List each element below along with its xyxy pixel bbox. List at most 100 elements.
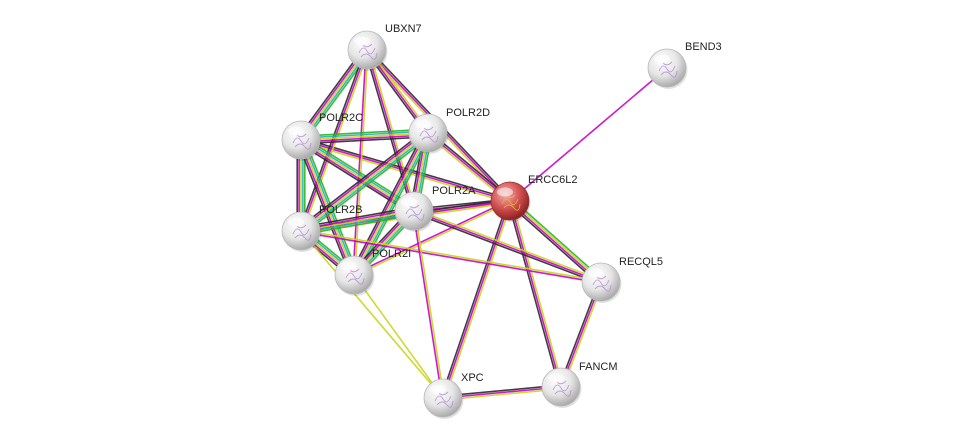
protein-structure-icon bbox=[405, 204, 425, 221]
node-label: FANCM bbox=[579, 361, 618, 373]
node-highlight bbox=[497, 187, 513, 197]
node-highlight bbox=[341, 261, 357, 271]
node-label: ERCC6L2 bbox=[528, 174, 578, 186]
edge-line-experiments bbox=[353, 199, 510, 275]
edge-line-databases bbox=[300, 130, 428, 139]
edge-line-coexpression bbox=[507, 201, 560, 388]
edge-polr2b-recql5[interactable] bbox=[300, 229, 602, 284]
query-protein-ball[interactable] bbox=[490, 181, 530, 221]
edge-line-textmining bbox=[300, 132, 429, 232]
node-highlight bbox=[654, 54, 670, 64]
node-polr2d[interactable]: POLR2D bbox=[408, 107, 490, 154]
edge-polr2b-xpc[interactable] bbox=[300, 230, 444, 399]
edge-fancm-xpc[interactable] bbox=[442, 384, 562, 401]
node-polr2b[interactable]: POLR2B bbox=[281, 204, 362, 252]
edge-line-coexpression bbox=[298, 129, 427, 229]
node-recql5[interactable]: RECQL5 bbox=[581, 256, 663, 303]
protein-structure-icon bbox=[358, 43, 378, 60]
edge-polr2a-xpc[interactable] bbox=[412, 210, 445, 399]
edge-polr2a-recql5[interactable] bbox=[413, 208, 602, 285]
node-highlight bbox=[288, 126, 304, 136]
edge-line-textmining bbox=[511, 200, 564, 387]
edge-ercc6l2-bend3[interactable] bbox=[509, 67, 668, 202]
edge-ercc6l2-fancm[interactable] bbox=[507, 200, 564, 388]
edge-polr2c-polr2d[interactable] bbox=[300, 128, 429, 145]
edge-line-textmining bbox=[300, 230, 444, 399]
node-xpc[interactable]: XPC bbox=[423, 372, 484, 419]
protein-ball[interactable] bbox=[281, 120, 321, 160]
edge-line-textmining bbox=[414, 210, 445, 398]
node-label: POLR2C bbox=[319, 112, 363, 124]
node-highlight bbox=[401, 197, 417, 207]
protein-structure-icon bbox=[501, 194, 521, 211]
node-label: BEND3 bbox=[685, 41, 722, 53]
edge-line-experiments bbox=[352, 49, 367, 275]
edge-line-textmining bbox=[301, 229, 602, 282]
edge-line-experiments bbox=[509, 200, 562, 388]
node-polr2i[interactable]: POLR2I bbox=[334, 248, 411, 296]
edge-line-experiments bbox=[299, 130, 428, 231]
node-highlight bbox=[548, 373, 564, 383]
node-polr2a[interactable]: POLR2A bbox=[394, 185, 476, 232]
edge-line-coexpression bbox=[507, 202, 600, 285]
edge-ercc6l2-xpc[interactable] bbox=[440, 200, 513, 399]
node-highlight bbox=[288, 217, 304, 227]
protein-structure-icon bbox=[434, 391, 454, 408]
edge-line-neighborhood bbox=[300, 128, 428, 138]
edge-line-textmining bbox=[444, 201, 513, 399]
protein-ball[interactable] bbox=[647, 48, 687, 88]
node-bend3[interactable]: BEND3 bbox=[647, 41, 722, 89]
node-label: XPC bbox=[461, 372, 484, 384]
edge-line-neighborhood bbox=[511, 198, 604, 281]
edge-ercc6l2-polr2i[interactable] bbox=[353, 199, 511, 277]
edge-ubxn7-polr2i[interactable] bbox=[352, 49, 369, 276]
edge-polr2i-xpc[interactable] bbox=[353, 274, 444, 399]
edge-line-experiments bbox=[300, 231, 601, 284]
edge-line-textmining bbox=[368, 49, 417, 211]
edge-line-textmining bbox=[510, 199, 603, 282]
edge-line-experiments bbox=[508, 201, 601, 284]
edge-ercc6l2-recql5[interactable] bbox=[507, 198, 604, 285]
node-label: POLR2A bbox=[432, 185, 476, 197]
protein-ball[interactable] bbox=[408, 113, 448, 153]
edges-layer bbox=[296, 47, 668, 401]
node-label: POLR2B bbox=[319, 204, 362, 216]
edge-line-neighborhood bbox=[302, 135, 431, 235]
protein-ball[interactable] bbox=[347, 30, 387, 70]
node-fancm[interactable]: FANCM bbox=[541, 361, 618, 408]
node-polr2c[interactable]: POLR2C bbox=[281, 112, 363, 161]
node-label: POLR2D bbox=[446, 107, 490, 119]
edge-line-experiments bbox=[413, 210, 602, 283]
protein-structure-icon bbox=[419, 126, 439, 143]
protein-structure-icon bbox=[552, 380, 572, 397]
edge-line-experiments bbox=[509, 67, 668, 202]
edge-line-databases bbox=[354, 133, 431, 277]
node-highlight bbox=[415, 119, 431, 129]
edge-polr2d-polr2b[interactable] bbox=[298, 129, 431, 235]
edge-line-experiments bbox=[442, 386, 562, 399]
protein-structure-icon bbox=[658, 61, 678, 78]
edge-line-experiments bbox=[351, 131, 428, 275]
edge-line-coexpression bbox=[301, 135, 429, 145]
protein-structure-icon bbox=[292, 224, 312, 241]
protein-ball[interactable] bbox=[281, 211, 321, 251]
protein-ball[interactable] bbox=[423, 378, 463, 418]
edge-line-coexpression bbox=[301, 137, 511, 200]
node-ercc6l2[interactable]: ERCC6L2 bbox=[490, 174, 578, 222]
edge-line-textmining bbox=[353, 274, 444, 399]
node-highlight bbox=[354, 36, 370, 46]
edge-line-textmining bbox=[414, 208, 602, 281]
edge-line-textmining bbox=[354, 201, 511, 277]
node-ubxn7[interactable]: UBXN7 bbox=[347, 23, 422, 71]
protein-ball[interactable] bbox=[541, 367, 581, 407]
protein-ball[interactable] bbox=[581, 262, 621, 302]
edge-line-experiments bbox=[301, 134, 429, 143]
edge-line-coexpression bbox=[349, 130, 426, 274]
protein-ball[interactable] bbox=[334, 255, 374, 295]
edge-line-experiments bbox=[412, 211, 443, 399]
protein-ball[interactable] bbox=[394, 191, 434, 231]
edge-line-experiments bbox=[298, 140, 353, 276]
edge-line-textmining bbox=[354, 50, 369, 276]
edge-line-neighborhood bbox=[301, 213, 415, 236]
